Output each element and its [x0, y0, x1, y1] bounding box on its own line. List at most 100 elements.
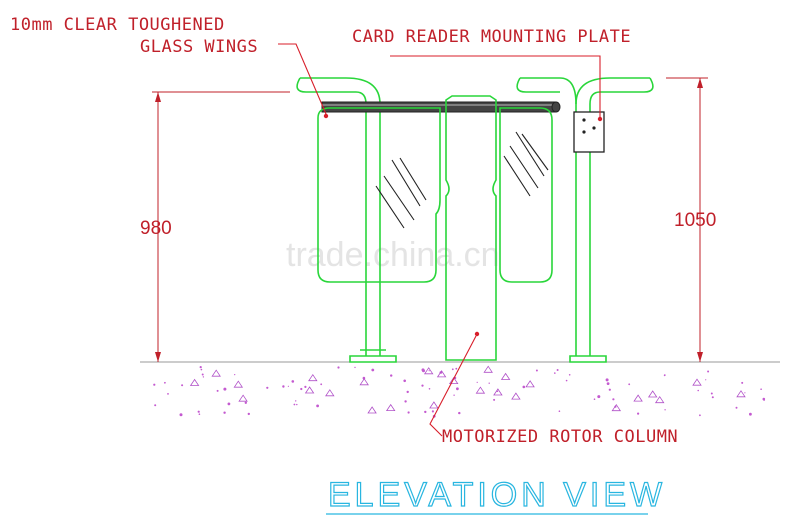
- ground-aggregate: [654, 395, 665, 404]
- ground-speck: [493, 398, 496, 401]
- ground-speck: [199, 366, 202, 369]
- ground-aggregate: [483, 365, 493, 373]
- ground-speck: [424, 410, 427, 414]
- ground-speck: [558, 410, 561, 413]
- ground-speck: [300, 387, 303, 391]
- right-glass-wing: [499, 107, 553, 283]
- dimension-left: [152, 91, 290, 362]
- ground-speck: [707, 370, 710, 373]
- ground-speck: [458, 411, 461, 415]
- ground-speck: [554, 372, 556, 374]
- ground-speck: [711, 396, 714, 399]
- ground-speck: [664, 409, 666, 411]
- ground-aggregate: [493, 388, 503, 396]
- ground-speck: [476, 381, 478, 383]
- ground-speck: [699, 414, 701, 417]
- ground-speck: [735, 406, 738, 409]
- ground-aggregate: [429, 401, 439, 409]
- ground-speck: [179, 413, 183, 417]
- ground-speck: [202, 376, 205, 378]
- ground-speck: [749, 412, 752, 416]
- ground-speck: [266, 386, 269, 389]
- watermark: trade.china.cn: [286, 236, 500, 274]
- ground-speck: [535, 369, 538, 372]
- ground-speck: [606, 382, 610, 385]
- ground-speck: [663, 374, 666, 377]
- ground-speck: [227, 402, 231, 406]
- ground-aggregate: [692, 378, 702, 386]
- ground-speck: [431, 410, 434, 413]
- dimension-right-value: 1050: [674, 210, 716, 231]
- ground-speck: [320, 383, 323, 386]
- ground-speck: [744, 392, 746, 394]
- ground-speck: [522, 385, 526, 389]
- ground-speck: [451, 368, 454, 371]
- ground-speck: [354, 366, 356, 369]
- ground-speck: [216, 389, 219, 392]
- ground-speck: [597, 395, 601, 399]
- ground-speck: [593, 398, 596, 401]
- glass-wings-label-line1: 10mm CLEAR TOUGHENED: [10, 15, 225, 35]
- ground-speck: [565, 379, 568, 382]
- ground-aggregate: [633, 394, 643, 402]
- ground-speck: [201, 373, 204, 376]
- ground-speck: [406, 390, 409, 394]
- ground-speck: [763, 399, 765, 401]
- ground-speck: [304, 385, 307, 388]
- ground-speck: [568, 374, 571, 376]
- ground-aggregate: [367, 406, 377, 414]
- ground-speck: [291, 380, 295, 383]
- rotor-column: [445, 95, 497, 361]
- ground-speck: [198, 413, 201, 416]
- ground-aggregate: [308, 373, 318, 382]
- ground-speck: [628, 383, 631, 386]
- ground-speck: [637, 412, 640, 415]
- ground-speck: [295, 400, 297, 402]
- ground-speck: [556, 369, 559, 371]
- ground-aggregate: [475, 386, 486, 394]
- ground-speck: [612, 398, 615, 401]
- ground-speck: [455, 367, 458, 370]
- ground-aggregate: [211, 369, 221, 377]
- view-title: ELEVATION VIEW: [328, 476, 666, 514]
- ground-speck: [741, 381, 744, 384]
- ground-aggregate: [385, 403, 396, 411]
- ground-speck: [234, 374, 236, 376]
- top-rail: [321, 101, 561, 113]
- ground-aggregate: [304, 386, 315, 394]
- ground-speck: [710, 392, 713, 395]
- ground-speck: [456, 387, 459, 391]
- ground-speck: [390, 374, 393, 377]
- card-reader-plate: [573, 111, 605, 153]
- ground-speck: [181, 384, 184, 387]
- ground-hatch: [153, 365, 766, 418]
- ground-speck: [244, 401, 247, 404]
- ground-speck: [428, 388, 431, 390]
- ground-aggregate: [736, 390, 746, 398]
- ground-aggregate: [448, 376, 459, 384]
- glass-reflection-left: [375, 157, 427, 229]
- ground-speck: [605, 378, 609, 382]
- ground-speck: [293, 403, 296, 406]
- card-reader-label: CARD READER MOUNTING PLATE: [352, 27, 631, 47]
- ground-speck: [453, 394, 455, 396]
- dimension-left-value: 980: [140, 218, 172, 239]
- ground-speck: [404, 400, 407, 403]
- ground-aggregate: [500, 372, 511, 380]
- ground-speck: [705, 379, 707, 381]
- ground-speck: [760, 388, 762, 391]
- ground-speck: [421, 368, 425, 372]
- ground-speck: [608, 388, 611, 391]
- ground-speck: [223, 387, 227, 391]
- ground-aggregate: [423, 367, 434, 375]
- ground-speck: [421, 384, 424, 387]
- ground-speck: [153, 383, 156, 386]
- ground-aggregate: [189, 378, 200, 386]
- glass-reflection-right: [503, 131, 549, 197]
- dimension-right: [666, 77, 708, 362]
- ground-aggregate: [238, 394, 248, 402]
- ground-speck: [371, 368, 375, 372]
- ground-speck: [154, 404, 157, 407]
- ground-speck: [697, 389, 699, 392]
